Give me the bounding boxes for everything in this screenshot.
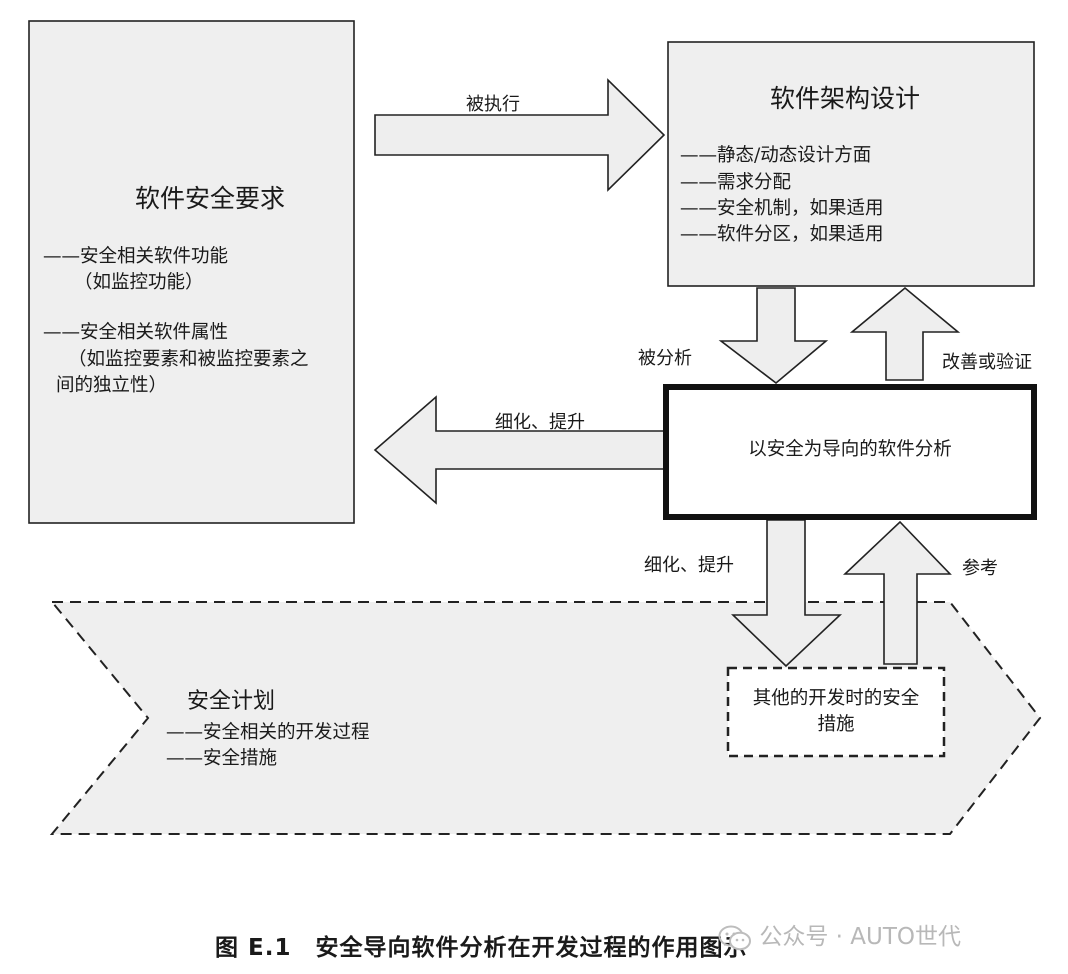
analysis-box xyxy=(663,384,1037,520)
architecture-box xyxy=(667,41,1035,287)
label-analyzed: 被分析 xyxy=(638,348,692,369)
watermark: 公众号 · AUTO世代 xyxy=(718,917,961,952)
label-refine-down: 细化、提升 xyxy=(644,555,734,576)
wechat-icon xyxy=(718,925,751,950)
arrow-refine-down xyxy=(731,519,843,668)
arrow-improve-verify xyxy=(849,286,961,381)
plan-item: ——安全相关的开发过程 xyxy=(166,722,370,743)
label-reference: 参考 xyxy=(962,558,998,579)
plan-title: 安全计划 xyxy=(187,689,276,714)
measures-line: 其他的开发时的安全 xyxy=(752,688,920,709)
arrow-executed xyxy=(374,78,666,192)
architecture-item: ——安全机制，如果适用 xyxy=(680,198,884,219)
arrow-reference xyxy=(842,520,952,665)
requirements-title: 软件安全要求 xyxy=(135,184,286,213)
requirements-item: （如监控要素和被监控要素之 xyxy=(68,349,309,370)
watermark-text: 公众号 · AUTO世代 xyxy=(759,924,961,950)
requirements-item: （如监控功能） xyxy=(74,272,204,293)
analysis-title: 以安全为导向的软件分析 xyxy=(748,439,952,460)
architecture-item: ——需求分配 xyxy=(680,172,792,193)
requirements-box xyxy=(28,20,355,524)
arrow-refine-left xyxy=(373,395,665,505)
plan-item: ——安全措施 xyxy=(166,748,278,769)
architecture-item: ——静态/动态设计方面 xyxy=(680,145,872,166)
measures-box xyxy=(726,666,946,758)
measures-line: 措施 xyxy=(817,714,855,735)
requirements-item: ——安全相关软件属性 xyxy=(43,322,229,343)
requirements-item: 间的独立性） xyxy=(56,375,168,396)
architecture-title: 软件架构设计 xyxy=(770,84,921,113)
architecture-item: ——软件分区，如果适用 xyxy=(680,224,884,245)
label-executed: 被执行 xyxy=(466,94,520,115)
label-refine-left: 细化、提升 xyxy=(495,412,585,433)
label-improve-verify: 改善或验证 xyxy=(942,352,1032,373)
figure-caption: 图 E.1 安全导向软件分析在开发过程的作用图示 xyxy=(215,935,748,961)
requirements-item: ——安全相关软件功能 xyxy=(43,246,229,267)
arrow-analyzed xyxy=(718,287,829,385)
